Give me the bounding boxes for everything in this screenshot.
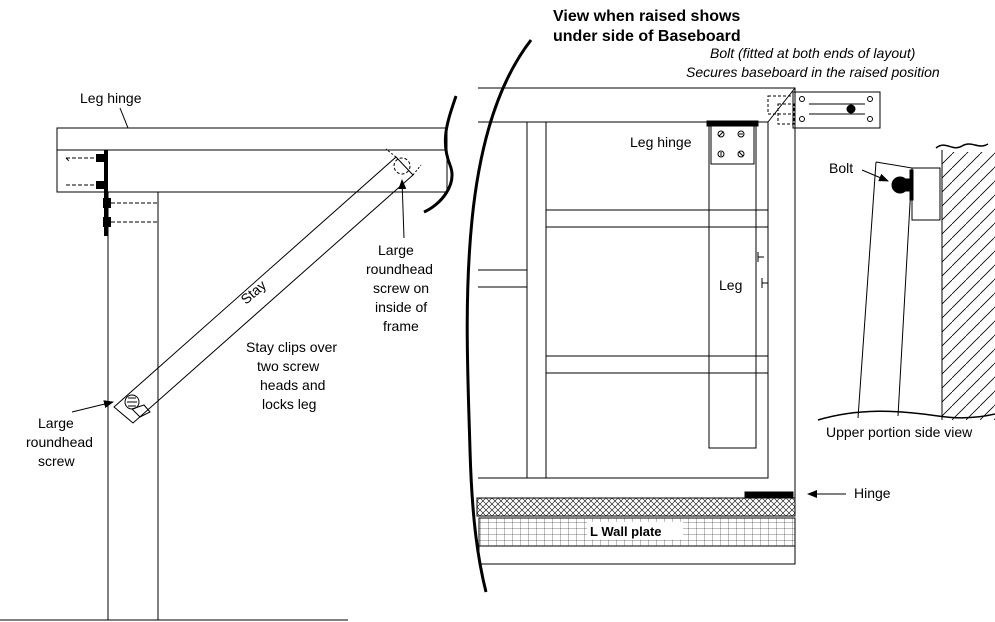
baseboard-frame-beam xyxy=(56,127,448,193)
middle-labels: View when raised shows under side of Bas… xyxy=(553,8,940,539)
label-stay-clips-3: heads and xyxy=(260,377,325,393)
label-bottom-screw-3: screw xyxy=(38,453,75,469)
label-bolt: Bolt xyxy=(829,160,853,176)
label-leg-hinge-right: Leg hinge xyxy=(630,134,692,150)
label-leg-hinge-left: Leg hinge xyxy=(80,90,142,106)
leg-hinge-plate-under xyxy=(710,125,755,165)
label-hinge: Hinge xyxy=(854,485,891,501)
label-top-screw-3: screw on xyxy=(373,280,429,296)
bolt-plate xyxy=(792,91,881,129)
label-top-screw-5: frame xyxy=(383,318,419,334)
title-line-2: under side of Baseboard xyxy=(553,28,741,45)
label-bottom-screw-2: roundhead xyxy=(26,434,93,450)
label-leg: Leg xyxy=(719,277,742,293)
label-upper-portion: Upper portion side view xyxy=(826,424,973,440)
upper-portion-view xyxy=(817,143,995,421)
label-stay-clips-2: two screw xyxy=(257,358,320,374)
label-stay: Stay xyxy=(237,277,269,307)
label-top-screw-4: inside of xyxy=(375,299,427,315)
label-top-screw-1: Large xyxy=(378,242,414,258)
crosshatch-strip xyxy=(476,497,796,517)
hinge-screws xyxy=(65,157,158,223)
label-top-screw-2: roundhead xyxy=(366,261,433,277)
baseboard-hinge xyxy=(744,491,794,498)
label-stay-clips-1: Stay clips over xyxy=(246,339,337,355)
break-line xyxy=(423,95,458,214)
underside-view xyxy=(465,39,881,593)
wall-hatch xyxy=(942,152,995,420)
top-roundhead-screw xyxy=(393,157,411,175)
big-break-line xyxy=(465,39,533,593)
bolt-note-line-1: Bolt (fitted at both ends of layout) xyxy=(710,45,915,61)
board-side xyxy=(857,161,913,419)
left-side-view xyxy=(0,95,458,621)
left-labels: Leg hinge Stay Large roundhead screw on … xyxy=(26,90,433,469)
label-bottom-screw-1: Large xyxy=(38,415,74,431)
bolt-note-line-2: Secures baseboard in the raised position xyxy=(686,64,940,80)
wall-bracket xyxy=(911,167,941,221)
label-stay-clips-4: locks leg xyxy=(262,396,316,412)
right-labels: Bolt Upper portion side view xyxy=(826,160,973,440)
title-line-1: View when raised shows xyxy=(553,8,740,25)
label-wall-plate: L Wall plate xyxy=(590,524,662,539)
